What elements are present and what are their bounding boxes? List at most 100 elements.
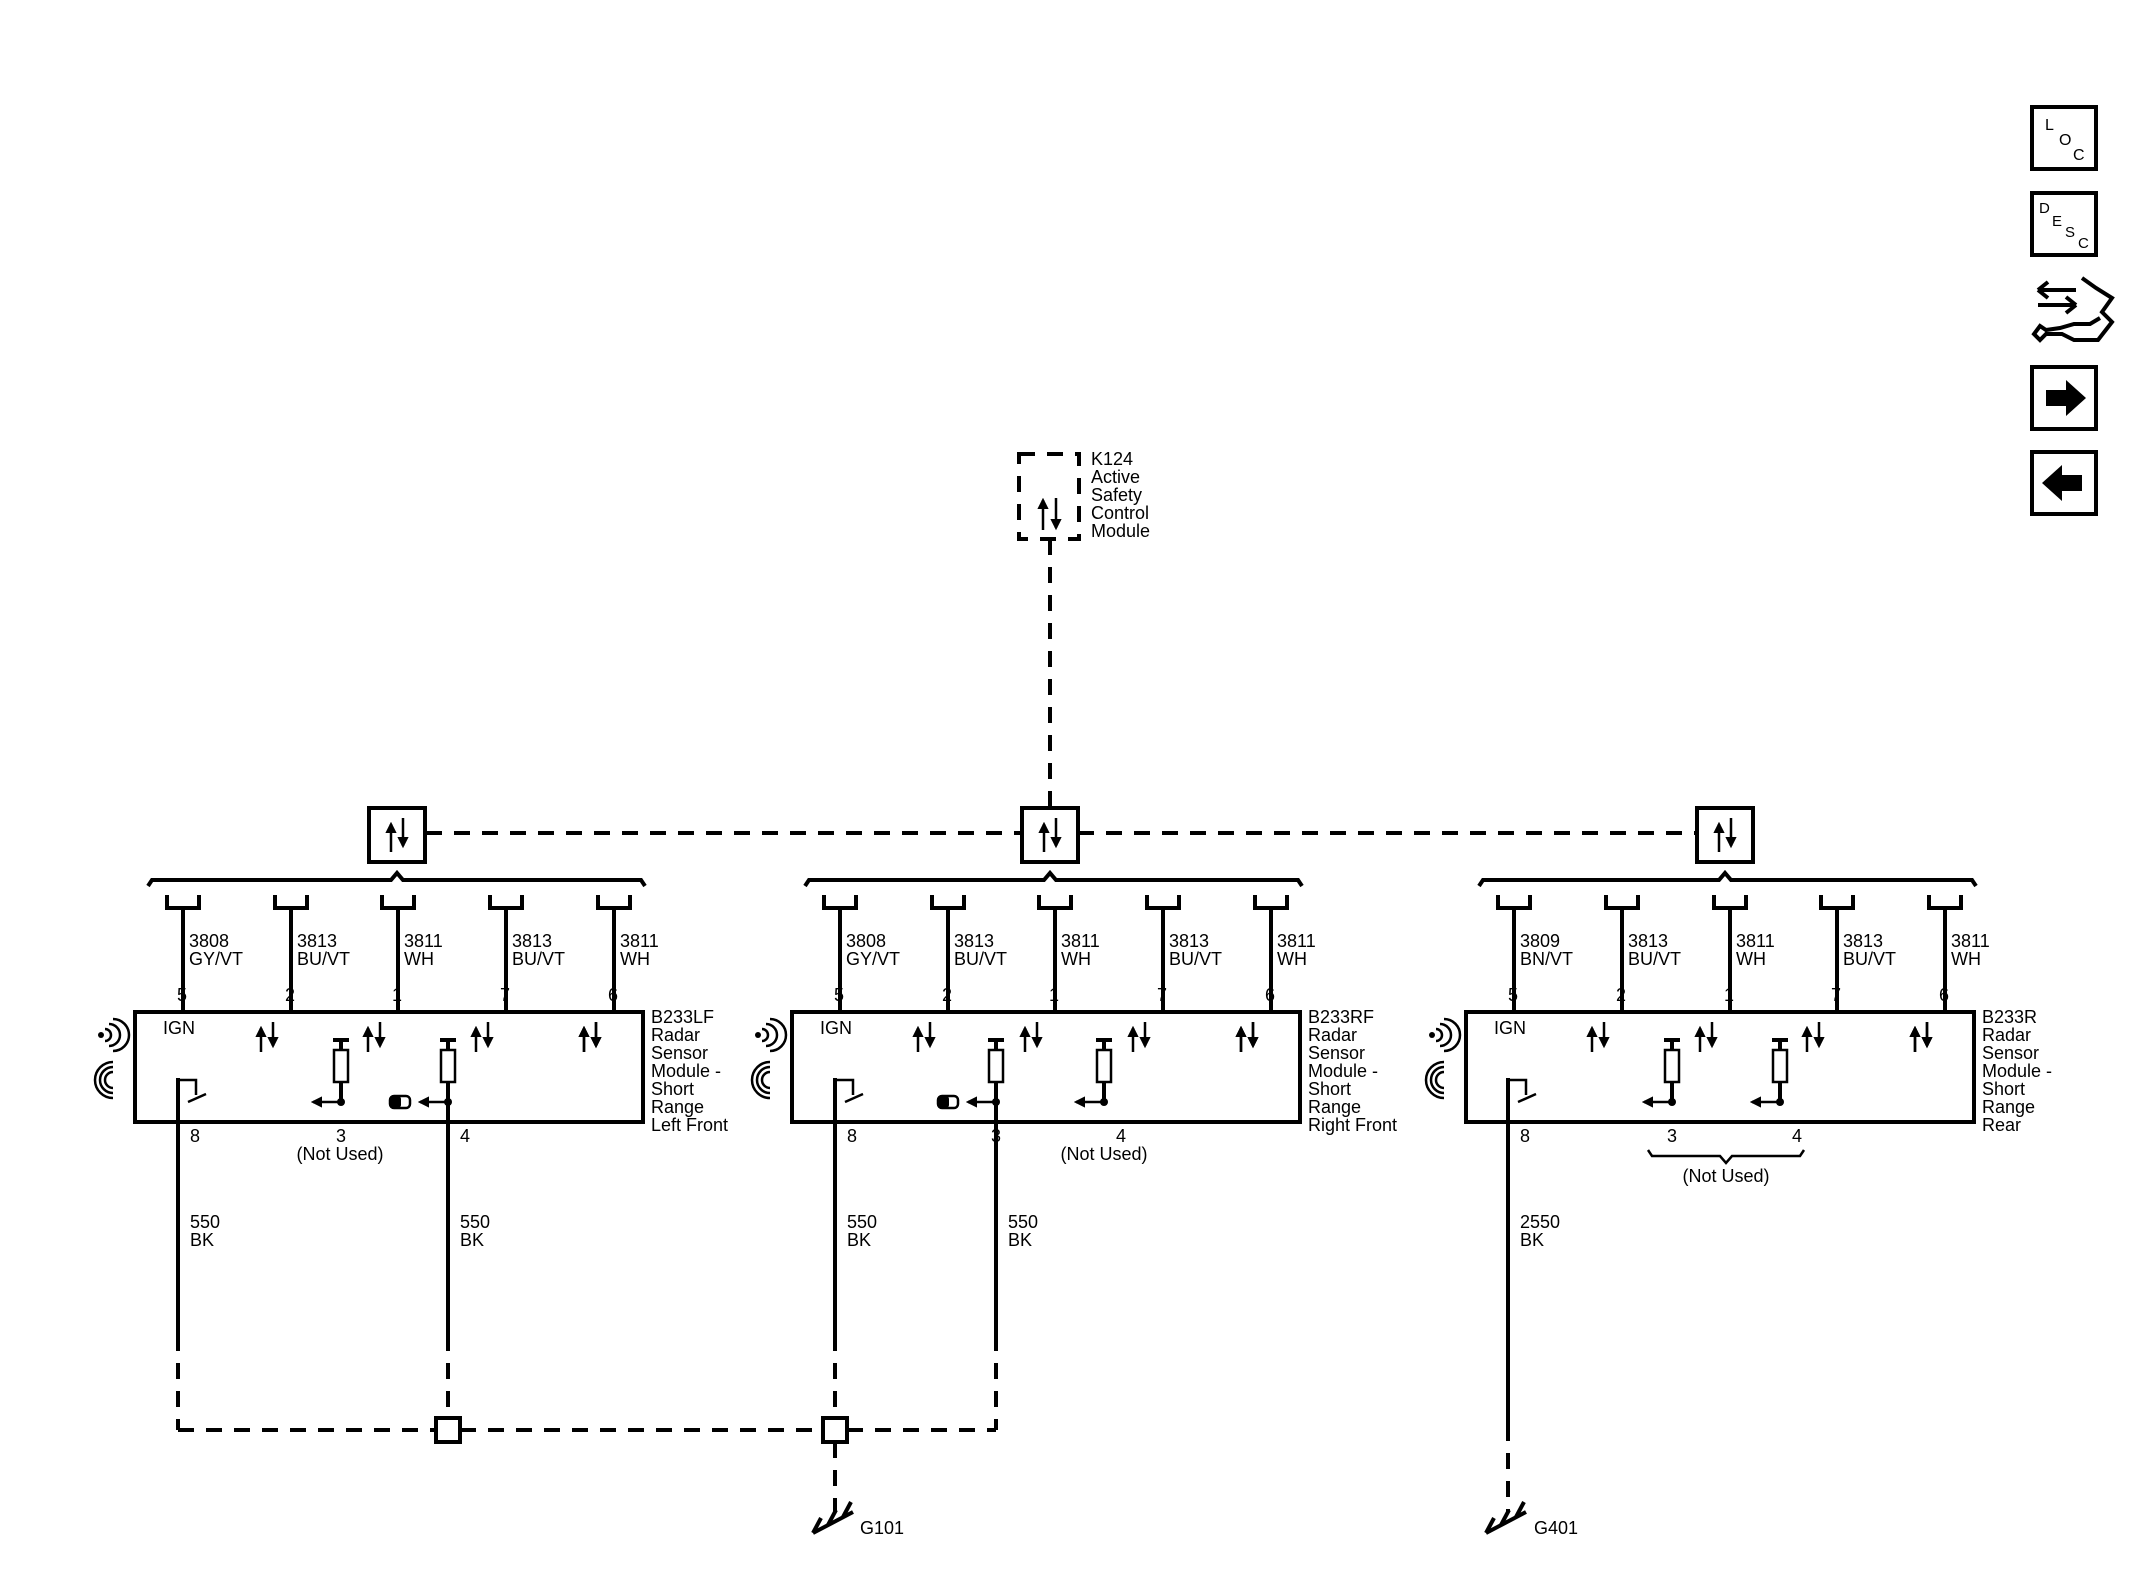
- bidirectional-arrows-icon: [470, 1022, 494, 1052]
- connector-bracket: [803, 869, 1304, 888]
- loc-letter-c: C: [2073, 147, 2085, 164]
- wire-color: BU/VT: [1169, 949, 1222, 969]
- wire-circuit: 3813: [1843, 931, 1883, 951]
- wire-color: BK: [460, 1230, 484, 1250]
- repair-procedures-icon[interactable]: [2031, 276, 2115, 343]
- ground-g401: G401: [1484, 1501, 1578, 1538]
- wire-color: WH: [1277, 949, 1307, 969]
- pin-number: 7: [500, 985, 510, 1005]
- module-name-line: Module -: [651, 1061, 721, 1081]
- module-b233lf[interactable]: 3808GY/VT53813BU/VT23811WH13813BU/VT7381…: [93, 806, 728, 1335]
- pin-number: 5: [1508, 985, 1518, 1005]
- not-used-label: (Not Used): [296, 1144, 383, 1164]
- splice-pack-1: [434, 1416, 462, 1444]
- connector-bracket: [146, 869, 647, 888]
- module-name-line: Range: [1982, 1097, 2035, 1117]
- nav-back-button[interactable]: [2030, 450, 2098, 516]
- switch-icon: [388, 1094, 412, 1110]
- bidirectional-arrows-icon: [362, 1022, 386, 1052]
- bidirectional-arrows-icon: [1909, 1022, 1933, 1052]
- wire-circuit: 3813: [1628, 931, 1668, 951]
- module-id: B233RF: [1308, 1007, 1374, 1027]
- bidirectional-arrows-icon: [1038, 818, 1062, 852]
- wire-color: BU/VT: [512, 949, 565, 969]
- wire-color: WH: [1061, 949, 1091, 969]
- ign-label: IGN: [1494, 1018, 1526, 1038]
- ign-label: IGN: [820, 1018, 852, 1038]
- module-name-line: Right Front: [1308, 1115, 1397, 1135]
- desc-letter-e: E: [2052, 213, 2062, 230]
- serial-data-symbol: [1695, 806, 1755, 864]
- desc-letter-s: S: [2065, 224, 2075, 241]
- serial-data-symbol: [1020, 806, 1080, 864]
- wire-color: BK: [1008, 1230, 1032, 1250]
- module-name-line: Left Front: [651, 1115, 728, 1135]
- pin-number: 8: [190, 1126, 200, 1146]
- arrow-left-icon: [2042, 465, 2082, 501]
- loc-letter-l: L: [2045, 117, 2054, 134]
- wire-color: BN/VT: [1520, 949, 1573, 969]
- pin-number: 4: [1116, 1126, 1126, 1146]
- module-name-line: Range: [651, 1097, 704, 1117]
- switch-icon: [936, 1094, 960, 1110]
- module-id: B233R: [1982, 1007, 2037, 1027]
- bidirectional-arrows-icon: [1713, 818, 1737, 852]
- nav-loc-button[interactable]: L O C: [2030, 105, 2098, 171]
- wire-color: WH: [1736, 949, 1766, 969]
- wire-circuit: 3808: [846, 931, 886, 951]
- pin-number: 1: [392, 985, 402, 1005]
- bidirectional-arrows-icon: [255, 1022, 279, 1052]
- radar-receive-icon: [93, 1060, 114, 1100]
- wire-circuit: 550: [190, 1212, 220, 1232]
- pin-number: 5: [834, 985, 844, 1005]
- internal-ground-icon: [176, 1078, 207, 1122]
- bidirectional-arrows-icon: [1127, 1022, 1151, 1052]
- wire-color: GY/VT: [189, 949, 243, 969]
- pin-number: 5: [177, 985, 187, 1005]
- radar-receive-icon: [1424, 1060, 1445, 1100]
- resistor-icon: [987, 1038, 1005, 1103]
- k124-name-1: Active: [1091, 467, 1140, 487]
- pin-number: 2: [942, 985, 952, 1005]
- internal-ground-icon: [1506, 1078, 1537, 1122]
- arrow-right-icon: [2046, 380, 2086, 416]
- resistor-icon: [1663, 1038, 1681, 1103]
- wire-color: GY/VT: [846, 949, 900, 969]
- ground-network: [176, 1335, 1510, 1512]
- pin-number: 2: [1616, 985, 1626, 1005]
- connector-bracket: [1477, 869, 1978, 888]
- module-name-line: Short: [651, 1079, 694, 1099]
- wire-color: BU/VT: [1628, 949, 1681, 969]
- desc-letter-c: C: [2078, 235, 2089, 252]
- wire-color: WH: [404, 949, 434, 969]
- wire-circuit: 3813: [954, 931, 994, 951]
- wire-circuit: 3811: [1736, 931, 1775, 951]
- wire-circuit: 3811: [404, 931, 443, 951]
- module-b233rf[interactable]: 3808GY/VT53813BU/VT23811WH13813BU/VT7381…: [750, 806, 1397, 1335]
- not-used-label: (Not Used): [1060, 1144, 1147, 1164]
- module-b233r[interactable]: 3809BN/VT53813BU/VT23811WH13813BU/VT7381…: [1424, 806, 2052, 1425]
- module-name-line: Short: [1982, 1079, 2025, 1099]
- bidirectional-arrows-icon: [1235, 1022, 1259, 1052]
- ground-symbol-icon: [1484, 1501, 1527, 1535]
- nav-desc-button[interactable]: D E S C: [2030, 191, 2098, 257]
- wire-circuit: 2550: [1520, 1212, 1560, 1232]
- bidirectional-arrows-icon: [578, 1022, 602, 1052]
- splice-pack-2: [821, 1416, 849, 1444]
- k124-name-2: Safety: [1091, 485, 1142, 505]
- nav-forward-button[interactable]: [2030, 365, 2098, 431]
- k124-module[interactable]: K124 Active Safety Control Module: [1017, 449, 1150, 541]
- pin-number: 4: [1792, 1126, 1802, 1146]
- wire-color: BK: [847, 1230, 871, 1250]
- module-name-line: Module -: [1982, 1061, 2052, 1081]
